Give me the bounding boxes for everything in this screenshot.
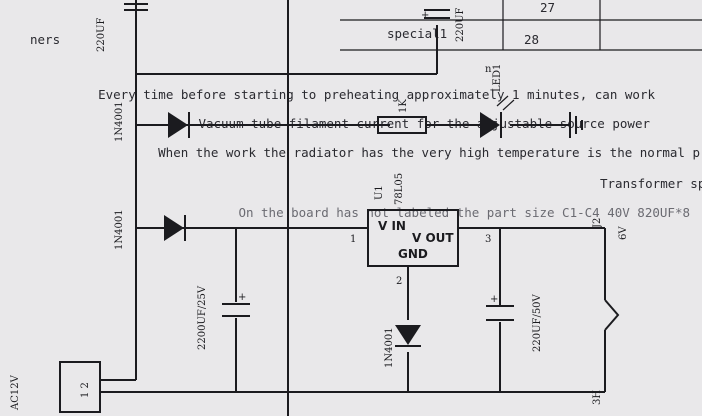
capacitor-top-mid: + 220UF [421,7,466,42]
reg-pin-1: 1 [350,234,356,245]
table-row-number: 28 [524,32,539,47]
cap-mid-label: 2200UF/25V [197,285,208,350]
j2-ref: J2 [592,218,603,229]
reg-gnd: GND [398,247,428,261]
bg-line-1: Every time before starting to preheating… [98,87,655,102]
table-row-value: special1 [387,26,447,41]
diode-d3-label: 1N4001 [384,327,395,368]
cap-out-label: 220UF/50V [532,293,543,352]
bg-line-2: Vacuum tube filament current for the adj… [198,116,650,131]
diode-d3: 1N4001 [384,325,421,368]
led-indicator: LED1 n [480,64,515,138]
diode-d1: 1N4001 [114,101,190,142]
bottom-mark: 3H [592,390,603,405]
ac-pins: 1 2 [80,382,91,398]
capacitor-mid: + 2200UF/25V [197,285,250,350]
connector-j2: J2 6V [592,218,629,331]
reg-pin-3: 3 [485,234,491,245]
diode-d1-label: 1N4001 [114,101,125,142]
reg-pin-2: 2 [396,276,402,287]
diode-d2-label: 1N4001 [114,209,125,250]
table-row-label: ners [30,32,60,47]
capacitor-top-left: 220UF [96,3,148,52]
led-label: LED1 [492,64,503,92]
svg-text:+: + [238,292,246,303]
cap-top-mid-label: 220UF [455,7,466,42]
svg-text:+: + [490,294,498,305]
svg-text:+: + [421,10,429,21]
resistor-1k: 1K [377,99,427,134]
ac-label: AC12V [10,374,21,411]
table-col-extra: 27 [540,0,555,15]
regulator-u1: V IN V OUT GND U1 78L05 1 2 3 [350,173,491,287]
bg-line-3: When the work the radiator has the very … [158,145,700,160]
background-text-block: Every time before starting to preheating… [30,0,702,220]
resistor-label: 1K [398,99,409,113]
bg-line-4: Transformer specification: AC12V 18W [600,176,702,191]
reg-ref: U1 [374,185,385,200]
j2-label: 6V [618,226,629,240]
ac-source: 1 2 AC12V [10,361,101,413]
capacitor-out: + 220UF/50V [486,293,543,352]
reg-pin-in: V IN [378,219,406,233]
cap-top-left-label: 220UF [96,17,107,52]
reg-pin-out: V OUT [412,231,454,245]
reg-part: 78L05 [394,173,405,205]
ground-symbol-led [569,112,583,138]
diode-d2: 1N4001 [114,209,186,250]
bg-line-5: On the board has not labeled the part si… [238,205,690,220]
led-extra: n [485,64,492,75]
